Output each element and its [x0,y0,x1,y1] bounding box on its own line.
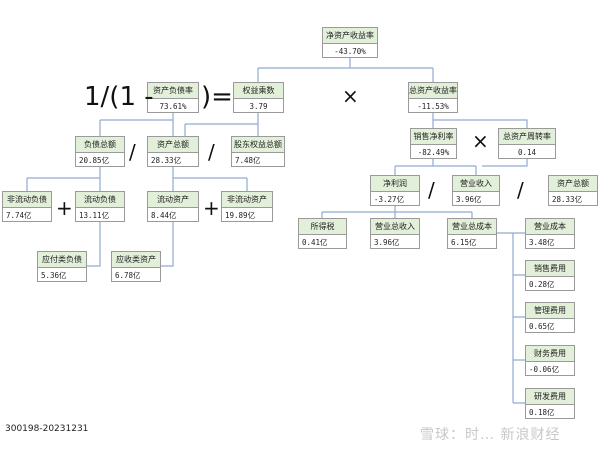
divide-operator: / [428,178,435,202]
node-value: 3.96亿 [374,238,400,247]
node-value: -11.53% [417,102,449,111]
node-net-margin: 销售净利率 -82.49% [410,128,457,159]
node-label: 总资产收益率 [409,83,457,99]
node-value: 8.44亿 [151,211,177,220]
node-label: 资产负债率 [148,83,198,99]
node-label: 应付类负债 [38,252,86,268]
node-label: 销售费用 [526,261,574,277]
node-label: 营业总收入 [371,219,419,235]
node-label: 研发费用 [526,389,574,405]
node-label: 营业收入 [453,176,499,192]
node-value: 5.36亿 [41,271,67,280]
node-label: 净利润 [371,176,419,192]
divide-operator: / [129,140,136,164]
node-value: 7.48亿 [235,156,261,165]
node-financial-expense: 财务费用 -0.06亿 [525,345,575,376]
node-total-cost: 营业总成本 6.15亿 [447,218,497,249]
node-label: 营业总成本 [448,219,496,235]
node-admin-expense: 管理费用 0.65亿 [525,302,575,333]
node-total-revenue: 营业总收入 3.96亿 [370,218,420,249]
multiply-operator: × [472,129,489,153]
node-label: 所得税 [299,219,346,235]
node-label: 流动负债 [76,192,124,208]
node-noncurrent-assets: 非流动资产 19.89亿 [221,191,273,222]
node-value: 13.11亿 [79,211,110,220]
node-value: 0.41亿 [302,238,328,247]
watermark: 雪球：时… 新浪财经 [420,427,561,443]
divide-operator: / [517,178,524,202]
node-total-assets-left: 资产总额 28.33亿 [147,136,199,167]
node-total-liabilities: 负债总额 20.85亿 [75,136,125,167]
node-value: 3.96亿 [456,195,482,204]
node-value: 6.15亿 [451,238,477,247]
node-value: 6.78亿 [115,271,141,280]
formula-suffix: )= [201,82,233,112]
node-value: 0.28亿 [529,280,555,289]
node-value: 20.85亿 [79,156,110,165]
node-noncurrent-liabilities: 非流动负债 7.74亿 [2,191,52,222]
node-label: 流动资产 [148,192,198,208]
node-label: 销售净利率 [411,129,456,145]
node-revenue: 营业收入 3.96亿 [452,175,500,206]
node-label: 管理费用 [526,303,574,319]
node-shareholder-equity: 股东权益总额 7.48亿 [231,136,285,167]
node-rd-expense: 研发费用 0.18亿 [525,388,575,419]
divide-operator: / [208,140,215,164]
node-roa: 总资产收益率 -11.53% [408,82,458,113]
plus-operator: + [203,196,220,220]
node-value: 19.89亿 [225,211,256,220]
node-value: 3.79 [249,102,268,111]
node-net-profit: 净利润 -3.27亿 [370,175,420,206]
node-value: 3.48亿 [529,238,555,247]
node-value: 28.33亿 [552,195,583,204]
node-income-tax: 所得税 0.41亿 [298,218,347,249]
node-label: 非流动负债 [3,192,51,208]
node-label: 净资产收益率 [323,28,377,44]
node-receivables: 应收类资产 6.78亿 [111,251,161,282]
node-value: 7.74亿 [6,211,32,220]
node-label: 营业成本 [526,219,574,235]
stock-code-date: 300198-20231231 [5,424,89,434]
node-current-assets: 流动资产 8.44亿 [147,191,199,222]
node-value: -0.06亿 [529,365,560,374]
node-equity-multiplier: 权益乘数 3.79 [233,82,284,113]
node-operating-cost: 营业成本 3.48亿 [525,218,575,249]
node-label: 资产总额 [148,137,198,153]
node-total-assets-right: 资产总额 28.33亿 [548,175,598,206]
node-payables: 应付类负债 5.36亿 [37,251,87,282]
node-label: 非流动资产 [222,192,272,208]
node-value: 28.33亿 [151,156,182,165]
formula-prefix: 1/(1 - [84,82,154,112]
node-value: 73.61% [159,102,187,111]
node-label: 总资产周转率 [499,129,555,145]
node-value: -43.70% [334,47,366,56]
node-label: 负债总额 [76,137,124,153]
node-debt-ratio: 资产负债率 73.61% [147,82,199,113]
node-label: 应收类资产 [112,252,160,268]
node-value: 0.65亿 [529,322,555,331]
node-label: 权益乘数 [234,83,283,99]
node-value: -82.49% [417,148,450,157]
node-value: 0.14 [517,148,537,157]
multiply-operator: × [342,84,359,108]
node-asset-turnover: 总资产周转率 0.14 [498,128,556,159]
node-value: -3.27亿 [374,195,405,204]
node-label: 资产总额 [549,176,597,192]
plus-operator: + [56,196,73,220]
node-current-liabilities: 流动负债 13.11亿 [75,191,125,222]
node-label: 股东权益总额 [232,137,284,153]
node-value: 0.18亿 [529,408,555,417]
node-label: 财务费用 [526,346,574,362]
node-roe: 净资产收益率 -43.70% [322,27,378,58]
node-selling-expense: 销售费用 0.28亿 [525,260,575,291]
